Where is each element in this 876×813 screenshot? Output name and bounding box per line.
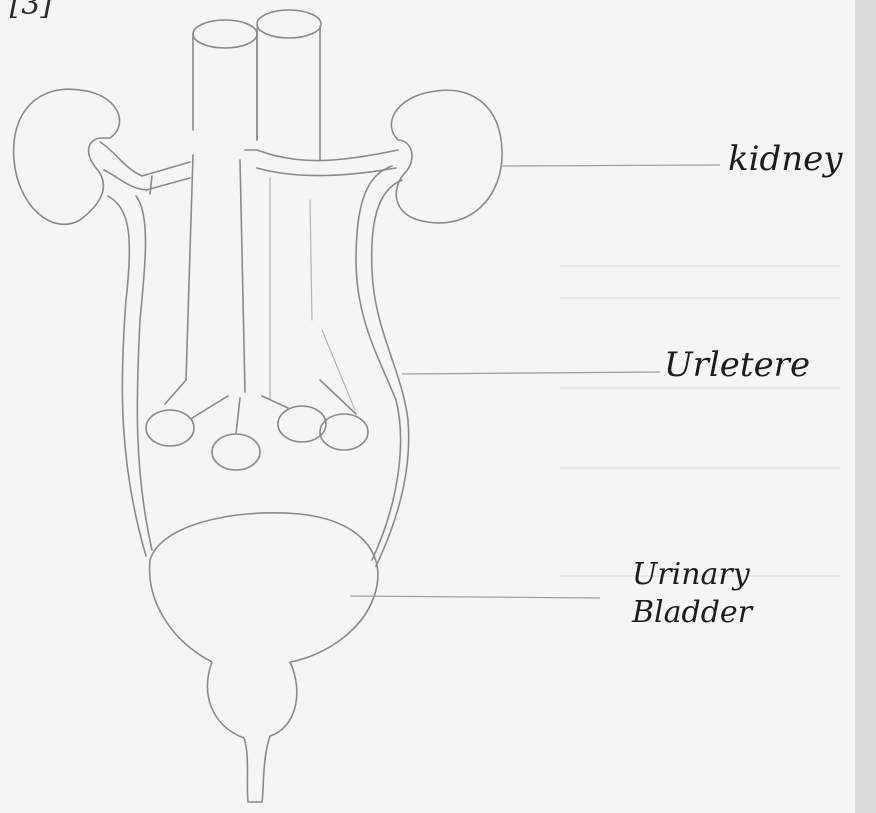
bladder-label-line-2: Bladder <box>632 594 752 632</box>
question-marks-label: : [3] <box>0 0 52 20</box>
ureter-label: Urletere <box>664 348 810 382</box>
page-edge-shadow <box>855 0 876 813</box>
bladder-label-line-1: Urinary <box>632 556 752 594</box>
bladder-label: Urinary Bladder <box>632 556 752 631</box>
kidney-label: kidney <box>728 142 842 176</box>
